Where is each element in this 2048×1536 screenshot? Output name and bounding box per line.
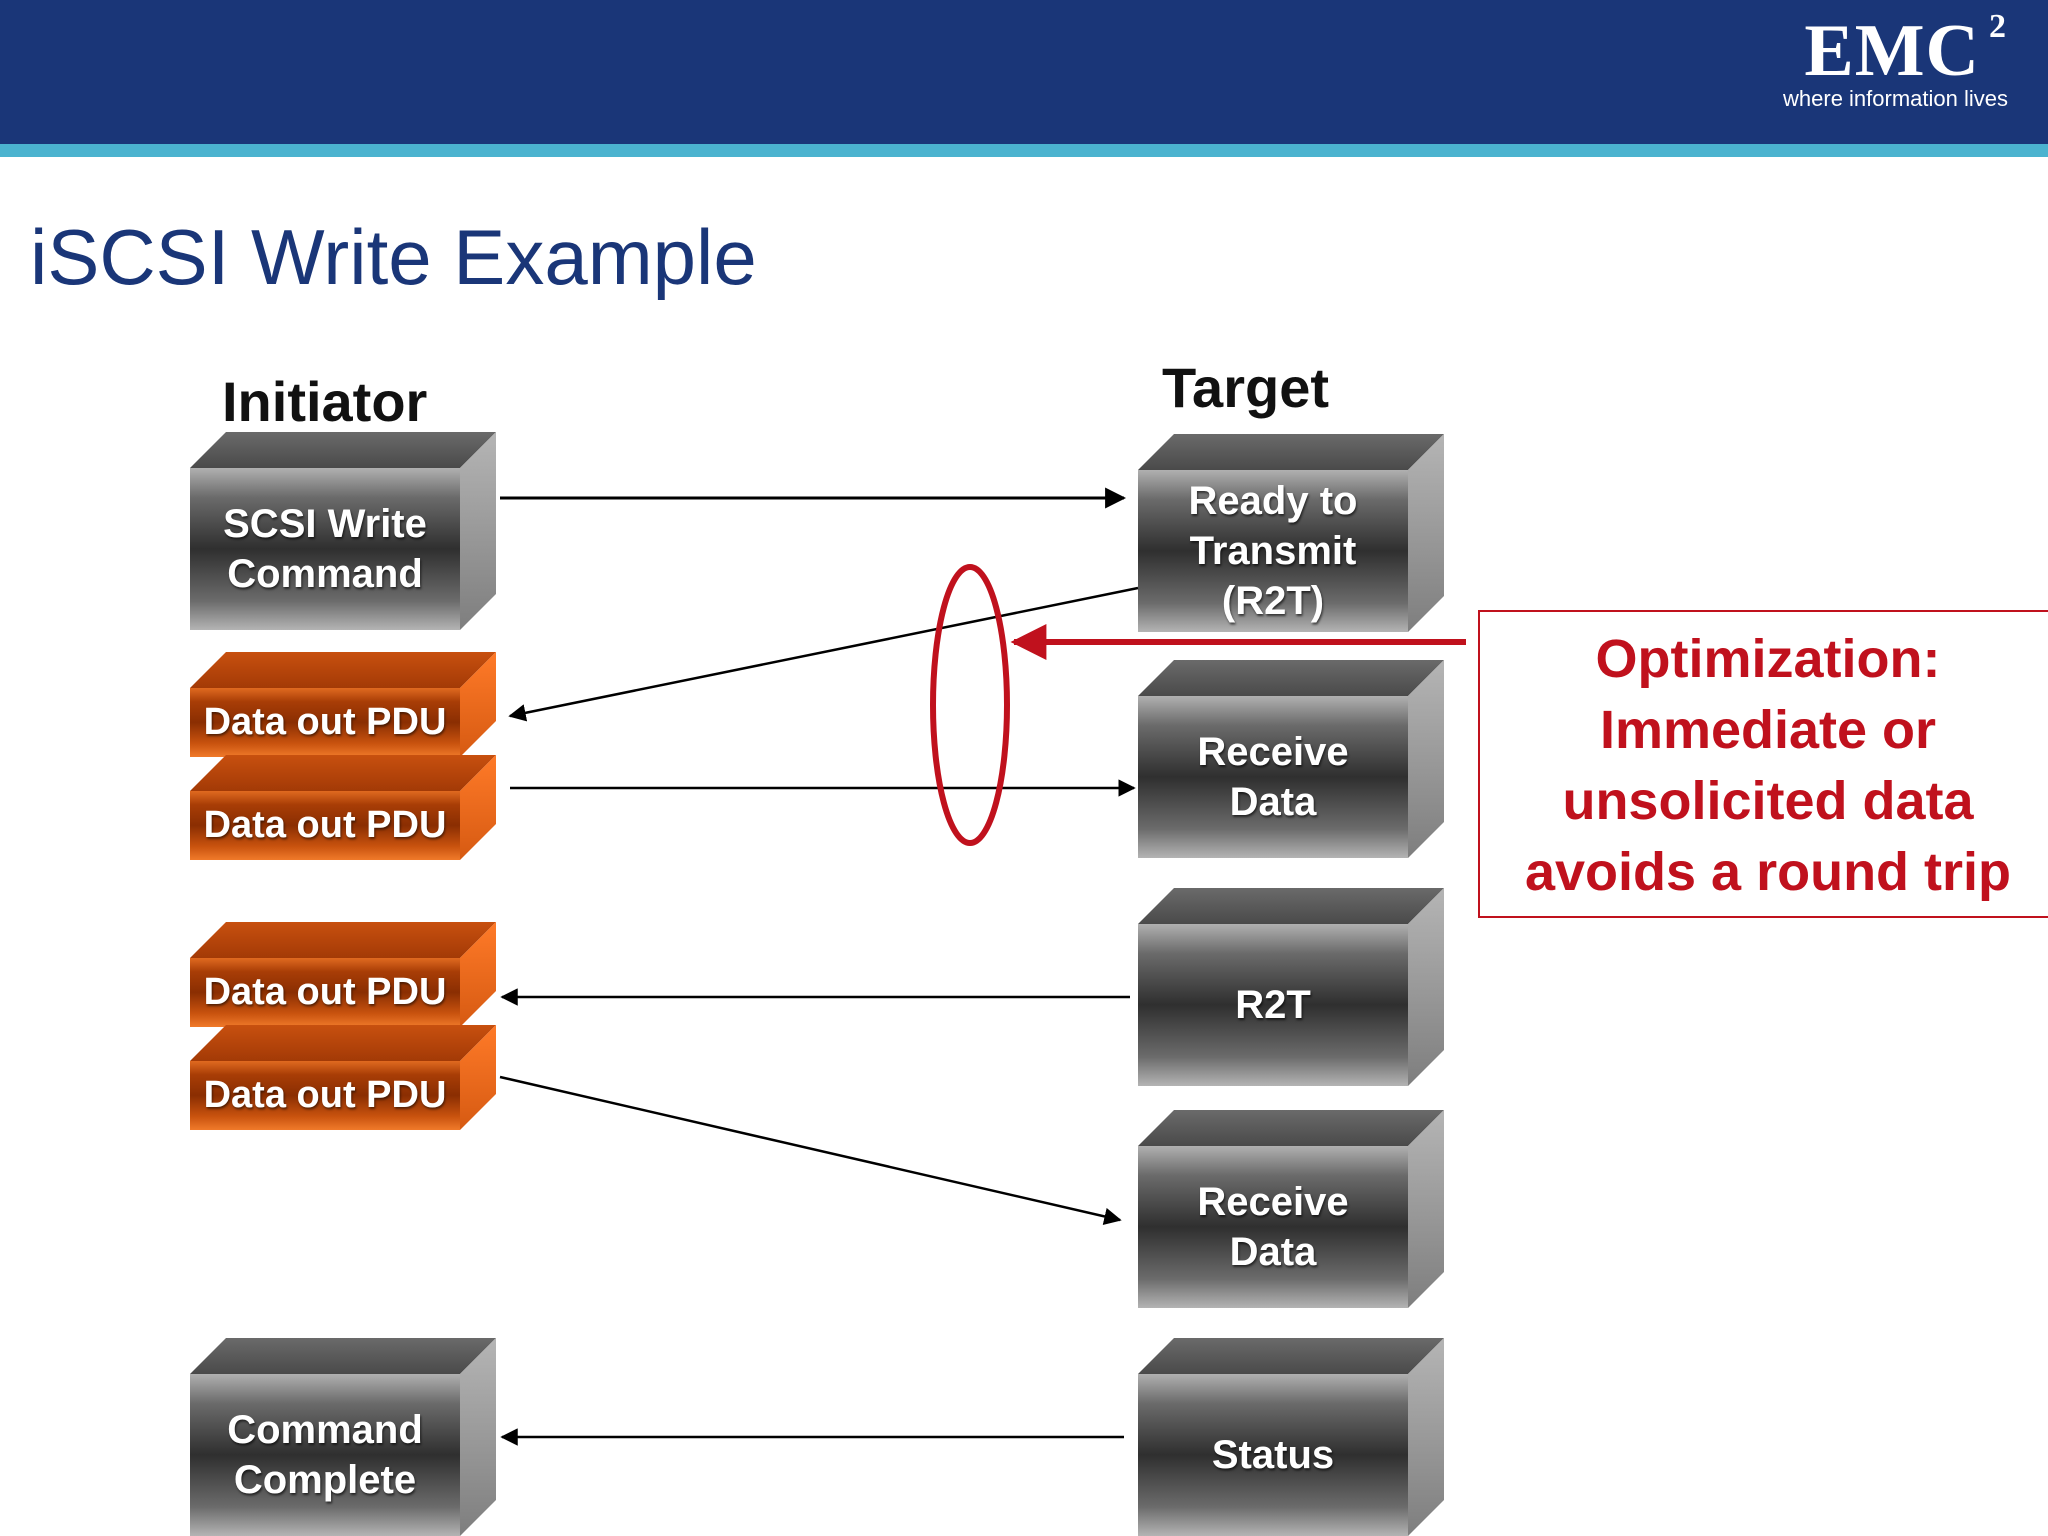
optimization-callout-text: Optimization: Immediate or unsolicited d… [1524,629,2012,902]
data-out-pdu-label: Data out PDU [190,791,460,860]
emc-logo: EMC 2 where information lives [1748,8,2008,118]
target-heading: Target [1162,356,1329,419]
status-label: Status [1138,1374,1408,1536]
logo-tagline: where information lives [1783,86,2008,111]
data-out-pdu-1: Data out PDU [190,652,496,757]
data-out-pdu-2: Data out PDU [190,755,496,860]
data-out-pdu-4: Data out PDU [190,1025,496,1130]
arrow-data-out-to-receive-2 [499,1075,1122,1225]
optimization-callout-box [1478,610,2048,918]
data-out-pdu-label: Data out PDU [190,958,460,1027]
round-trip-ellipse [930,564,1010,846]
r2t-box: R2T [1138,888,1444,1086]
header-bar [0,0,2048,144]
r2t-label: R2T [1138,924,1408,1086]
slide-title: iSCSI Write Example [30,213,757,301]
logo-superscript: 2 [1989,8,2006,45]
data-out-pdu-3: Data out PDU [190,922,496,1027]
data-out-pdu-label: Data out PDU [190,688,460,757]
data-out-pdu-label: Data out PDU [190,1061,460,1130]
initiator-heading: Initiator [222,370,428,433]
logo-main-text: EMC [1804,10,1980,92]
arrow-r2t-to-data-out [508,586,1139,722]
status-box: Status [1138,1338,1444,1536]
header-stripe [0,144,2048,157]
